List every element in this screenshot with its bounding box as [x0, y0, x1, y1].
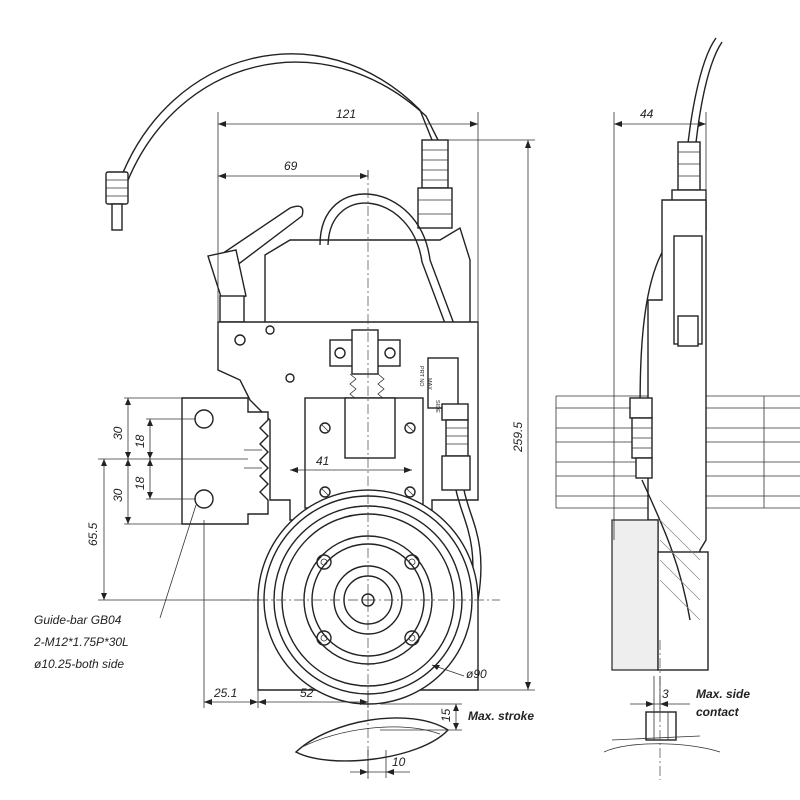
- dim-3: 3: [662, 687, 669, 701]
- dim-18-bot: 18: [133, 476, 147, 490]
- plate-text-2: MAX: [426, 378, 432, 390]
- front-dimensions: 121 69 259.5 30 18 18 30: [33, 107, 535, 778]
- motor-housing: [264, 226, 471, 331]
- side-hatch: [659, 499, 701, 621]
- dim-41: 41: [316, 454, 329, 468]
- dim-18-top: 18: [133, 434, 147, 448]
- name-plate: PRT NO MAX SIDE: [418, 357, 459, 413]
- dim-10: 10: [392, 755, 406, 769]
- clamp-lever: [207, 205, 304, 323]
- side-dimensions: 44 3 Max. side contact: [613, 107, 750, 719]
- guide-bar-label: Guide-bar GB04: [34, 613, 122, 627]
- dim-52: 52: [300, 686, 314, 700]
- max-stroke-label: Max. stroke: [468, 709, 534, 723]
- air-connector: [417, 139, 453, 229]
- guide-bar: [181, 397, 269, 525]
- workpiece: [294, 717, 450, 762]
- front-view: PRT NO MAX SIDE: [105, 53, 500, 780]
- side-connector: [441, 403, 482, 601]
- dim-69: 69: [284, 159, 298, 173]
- air-hose: [105, 53, 439, 231]
- spring-block: [329, 329, 401, 405]
- dim-25-1: 25.1: [213, 686, 237, 700]
- dim-65-5: 65.5: [86, 522, 100, 546]
- max-side-label-1: Max. side: [696, 687, 750, 701]
- dim-121: 121: [336, 107, 356, 121]
- dim-30-bot: 30: [111, 488, 125, 502]
- dim-44: 44: [640, 107, 654, 121]
- dim-30-top: 30: [111, 426, 125, 440]
- dim-dia90: ø90: [466, 667, 487, 681]
- plate-text-1: PRT NO: [418, 366, 424, 387]
- thread-label: 2-M12*1.75P*30L: [33, 635, 129, 649]
- side-view: [555, 37, 800, 780]
- plate-text-3: SIDE: [434, 400, 440, 413]
- dim-259-5: 259.5: [511, 422, 525, 453]
- dim-15: 15: [439, 708, 453, 722]
- max-side-label-2: contact: [696, 705, 740, 719]
- bore-label: ø10.25-both side: [34, 657, 124, 671]
